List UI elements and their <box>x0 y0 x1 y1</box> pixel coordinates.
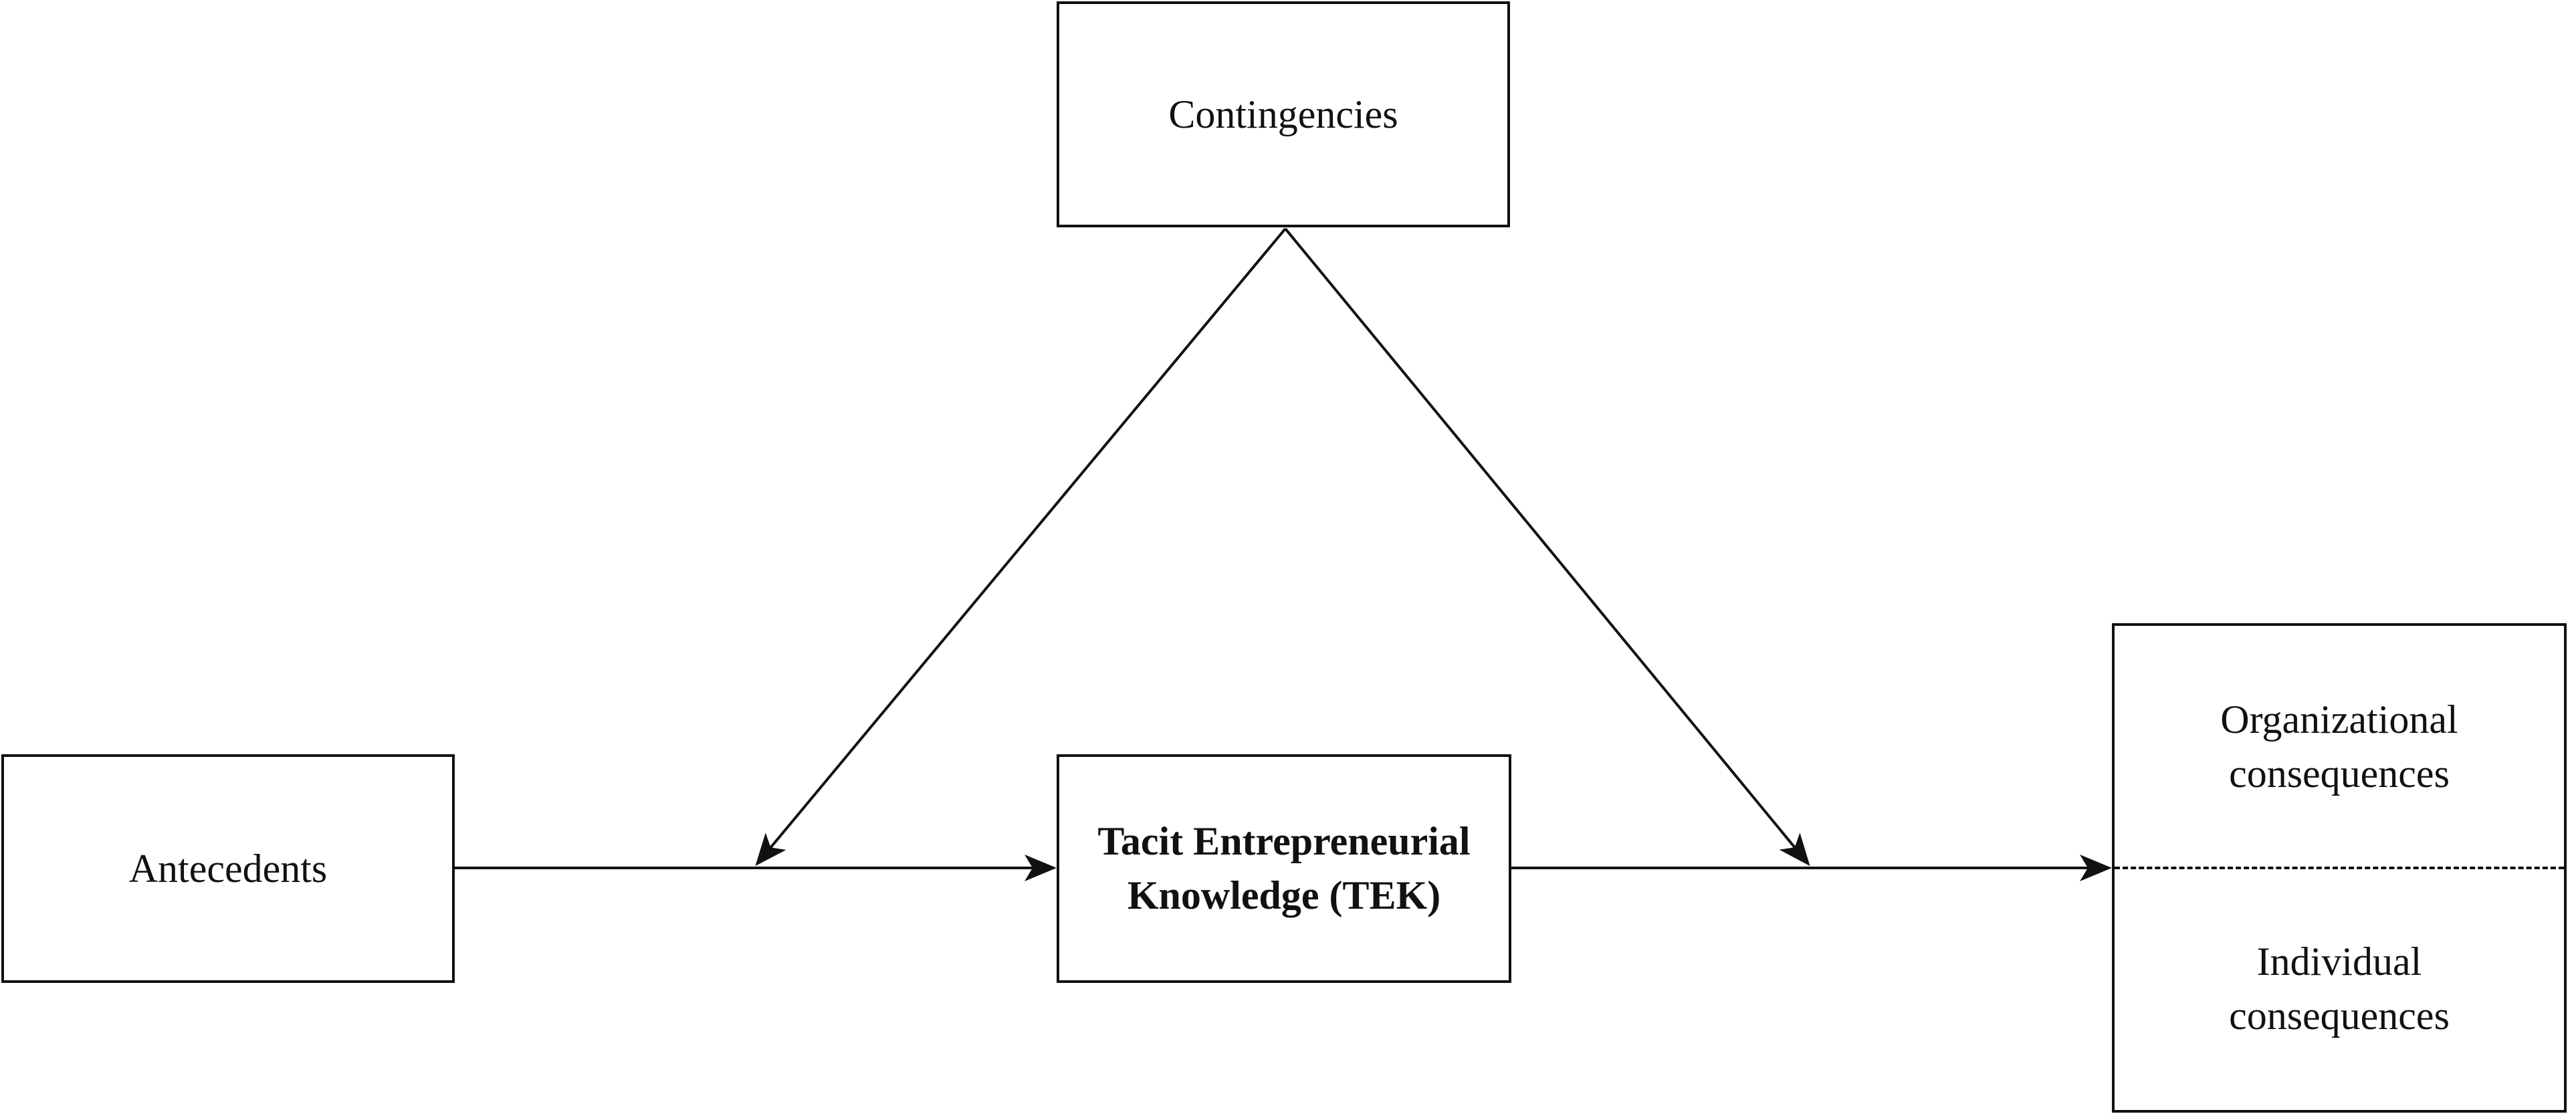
antecedents-box: Antecedents <box>1 754 455 983</box>
organizational-consequences-section: Organizational consequences <box>2115 626 2564 868</box>
antecedents-label: Antecedents <box>128 846 328 891</box>
organizational-consequences-label: Organizational consequences <box>2220 697 2458 796</box>
contingencies-moderates-consequences-link-arrow <box>1284 227 1810 867</box>
tek-label: Tacit Entrepreneurial Knowledge (TEK) <box>1097 819 1471 917</box>
tek-box: Tacit Entrepreneurial Knowledge (TEK) <box>1057 754 1511 983</box>
contingencies-moderates-antecedents-link-arrow <box>755 227 1287 867</box>
consequences-divider <box>2115 867 2564 869</box>
contingencies-box: Contingencies <box>1057 1 1510 227</box>
contingencies-label: Contingencies <box>1168 92 1398 136</box>
individual-consequences-section: Individual consequences <box>2115 868 2564 1110</box>
individual-consequences-label: Individual consequences <box>2229 939 2450 1038</box>
consequences-box: Organizational consequences Individual c… <box>2112 623 2567 1113</box>
